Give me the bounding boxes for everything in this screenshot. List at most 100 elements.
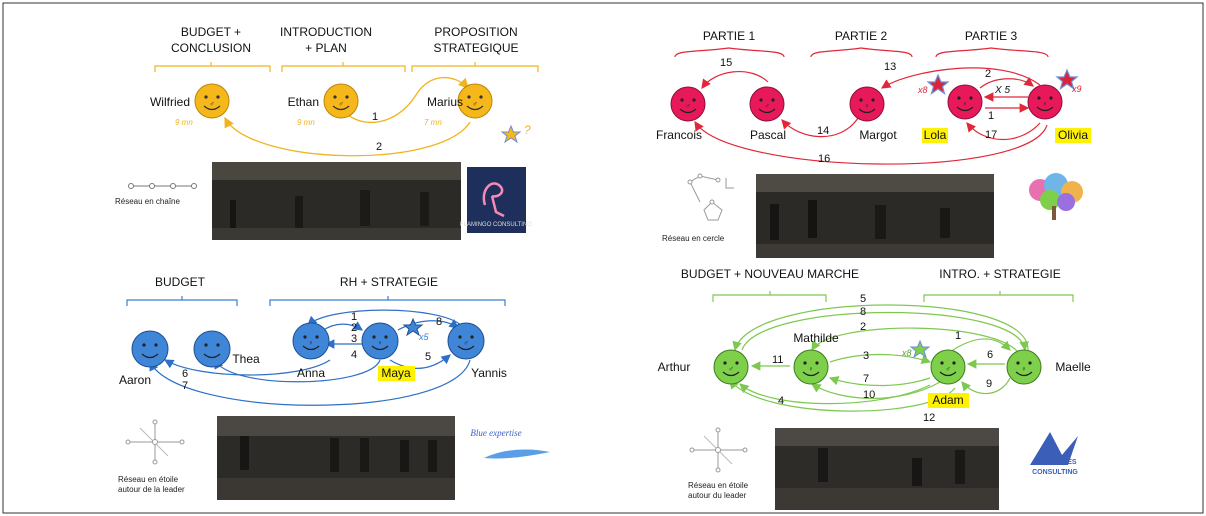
svg-text:♀: ♀ [377,340,382,347]
person-name: Lola [924,128,947,142]
svg-text:♀: ♀ [962,101,967,108]
edge-13 [880,67,1041,89]
edge-6 [163,359,331,376]
face-wilfried: ♂ [194,83,230,119]
edge-label: 5 [860,293,866,305]
edge-16 [694,121,1048,165]
star-icon [500,124,522,144]
svg-text:♂: ♂ [764,103,769,110]
question-mark: ? [524,123,531,137]
svg-text:FLAMINGO CONSULTING: FLAMINGO CONSULTING [460,222,532,228]
svg-text:CONSULTING: CONSULTING [1032,469,1078,476]
edge-3 [829,353,932,364]
group-bracket [810,47,913,58]
aves-consulting-logo: AVES CONSULTING [1030,432,1078,476]
network-label: autour de la leader [118,485,185,494]
group-label: BUDGET [155,275,206,289]
group-label: PARTIE 1 [703,29,756,43]
highlight [378,366,415,381]
group-bracket [411,62,539,72]
multiplier: x9 [1071,84,1082,94]
edge-label: 7 [182,380,188,392]
team-photo [756,174,994,258]
person-name: Marius [427,95,463,109]
edge-label: 2 [351,322,357,334]
group-bracket [269,296,506,306]
edge-label: 8 [436,316,442,328]
edge-label: 3 [863,350,869,362]
panel-green: BUDGET + NOUVEAU MARCHE INTRO. + STRATEG… [658,267,1091,510]
edge-17 [966,122,1041,141]
circle-network-icon [687,173,734,221]
edge-4 [214,358,381,383]
team-photo [212,162,461,240]
edge-5 [732,304,1029,352]
person-name: Aaron [119,373,151,387]
chain-network-icon [128,183,197,189]
face-marius: ♂ [457,83,493,119]
edge-14 [781,117,859,138]
time-label: 7 mn [424,118,442,127]
edge-label: 12 [923,412,935,424]
person-name: Mathilde [793,331,839,345]
edge-label: 17 [985,129,997,141]
person-name: Ethan [288,95,319,109]
svg-text:♀: ♀ [1021,366,1026,373]
highlight [1055,128,1091,143]
edge-1 [949,338,1011,353]
edge-label: 5 [425,351,431,363]
edge-15 [701,70,769,89]
edge-label: 3 [351,333,357,345]
group-label: INTRODUCTION [280,25,372,39]
network-label: Réseau en cercle [662,234,725,243]
group-label: CONCLUSION [171,41,251,55]
svg-text:♂: ♂ [945,366,950,373]
group-label: BUDGET + NOUVEAU MARCHE [681,267,859,281]
person-name: Anna [297,366,325,380]
edge-4 [739,383,931,405]
face-adam: ♂ [930,349,966,385]
flamingo-logo: FLAMINGO CONSULTING [460,167,532,233]
face-maelle: ♀ [1006,349,1042,385]
edge-label: 8 [860,306,866,318]
star-icon [909,339,931,359]
team-photo [217,416,455,500]
panel-blue: BUDGET RH + STRATEGIE 1 2 3 4 5 6 7 8 [118,275,550,500]
face-lola: ♀ [947,84,983,120]
star-icon [1055,68,1079,90]
edge-label: 4 [778,395,784,407]
svg-text:♀: ♀ [864,103,869,110]
svg-text:Blue expertise: Blue expertise [470,428,521,438]
edge-label: 2 [985,68,991,80]
face-olivia: ♀ [1027,84,1063,120]
svg-text:♀: ♀ [1042,101,1047,108]
face-margot: ♀ [849,86,885,122]
multiplier: x5 [418,332,430,342]
svg-text:♂: ♂ [728,366,733,373]
group-bracket [712,291,827,302]
person-name: Margot [859,128,897,142]
highlight [922,128,948,143]
edge-label: 15 [720,57,732,69]
person-name: Thea [232,352,260,366]
edge-label: 6 [987,349,993,361]
svg-text:AVES: AVES [1058,459,1077,466]
face-thea [193,330,231,368]
edge-label: 7 [863,373,869,385]
person-name: Olivia [1058,128,1088,142]
group-bracket [154,62,271,72]
edge-2 [321,321,363,332]
group-label: INTRO. + STRATEGIE [939,267,1060,281]
edge-5 [389,354,451,370]
group-label: RH + STRATEGIE [340,275,438,289]
group-label: + PLAN [305,41,347,55]
edge-marius-wilfried [224,116,471,157]
edge-label: 4 [351,349,357,361]
team-photo [775,428,999,510]
edge-ethan-marius [344,76,469,124]
edge-7 [828,376,931,387]
edge-label: 16 [818,153,830,165]
time-label: 9 mn [297,118,315,127]
